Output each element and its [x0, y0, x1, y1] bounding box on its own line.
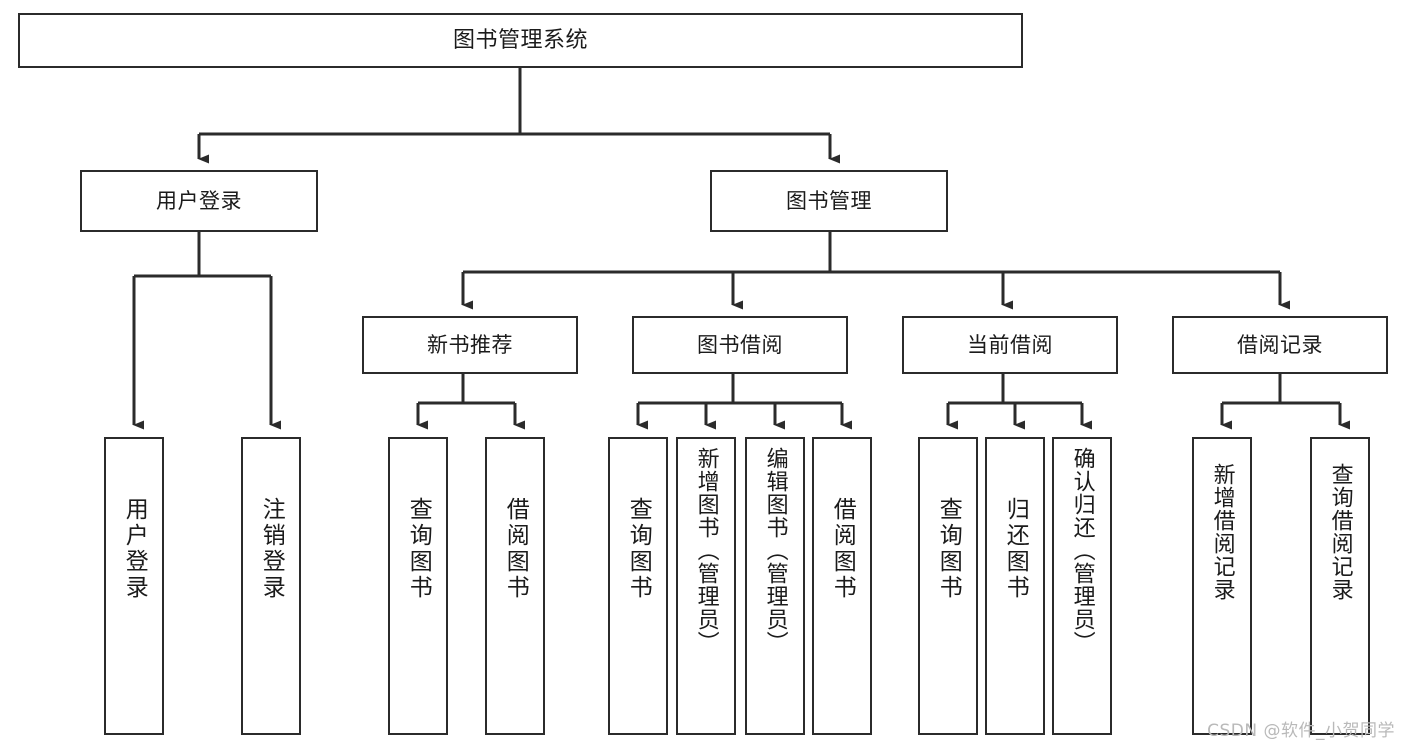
node-leaf-new-book-borrow-book[interactable]: 借阅图书	[485, 437, 545, 735]
node-label: 查询图书	[405, 497, 432, 601]
node-label: 查询借阅记录	[1327, 463, 1353, 601]
node-leaf-book-borrow-edit-book-admin[interactable]: 编辑图书（管理员）	[745, 437, 805, 735]
node-leaf-user-login-logout[interactable]: 注销登录	[241, 437, 301, 735]
node-leaf-borrow-record-query-record[interactable]: 查询借阅记录	[1310, 437, 1370, 735]
node-leaf-current-borrow-query-book[interactable]: 查询图书	[918, 437, 978, 735]
csdn-watermark: CSDN @软件_小贺同学	[1207, 721, 1395, 741]
node-submodule-current-borrow[interactable]: 当前借阅	[902, 316, 1118, 374]
node-label: 当前借阅	[967, 332, 1053, 357]
node-label: 借阅图书	[829, 497, 856, 601]
node-label: 确认归还（管理员）	[1069, 447, 1095, 654]
node-label: 查询图书	[935, 497, 962, 601]
node-label: 查询图书	[625, 497, 652, 601]
node-label: 图书借阅	[697, 332, 783, 357]
node-label: 图书管理系统	[452, 27, 588, 53]
node-label: 新书推荐	[427, 332, 513, 357]
node-submodule-book-borrow[interactable]: 图书借阅	[632, 316, 848, 374]
node-module-book-management[interactable]: 图书管理	[710, 170, 948, 232]
node-label: 用户登录	[121, 497, 148, 601]
node-leaf-borrow-record-add-record[interactable]: 新增借阅记录	[1192, 437, 1252, 735]
node-leaf-current-borrow-confirm-return-admin[interactable]: 确认归还（管理员）	[1052, 437, 1112, 735]
node-leaf-book-borrow-add-book-admin[interactable]: 新增图书（管理员）	[676, 437, 736, 735]
node-leaf-user-login-login[interactable]: 用户登录	[104, 437, 164, 735]
node-module-user-login[interactable]: 用户登录	[80, 170, 318, 232]
node-label: 编辑图书（管理员）	[762, 447, 788, 654]
node-leaf-current-borrow-return-book[interactable]: 归还图书	[985, 437, 1045, 735]
node-label: 借阅图书	[502, 497, 529, 601]
node-submodule-borrow-record[interactable]: 借阅记录	[1172, 316, 1388, 374]
node-label: 新增借阅记录	[1209, 463, 1235, 601]
node-root-book-management-system[interactable]: 图书管理系统	[18, 13, 1023, 68]
node-label: 归还图书	[1002, 497, 1029, 601]
node-leaf-book-borrow-borrow-book[interactable]: 借阅图书	[812, 437, 872, 735]
node-label: 图书管理	[786, 188, 872, 213]
node-submodule-new-book-recommend[interactable]: 新书推荐	[362, 316, 578, 374]
node-label: 借阅记录	[1237, 332, 1323, 357]
node-leaf-book-borrow-query-book[interactable]: 查询图书	[608, 437, 668, 735]
node-label: 注销登录	[258, 497, 285, 601]
node-label: 用户登录	[156, 188, 242, 213]
node-label: 新增图书（管理员）	[693, 447, 719, 654]
node-leaf-new-book-query-book[interactable]: 查询图书	[388, 437, 448, 735]
